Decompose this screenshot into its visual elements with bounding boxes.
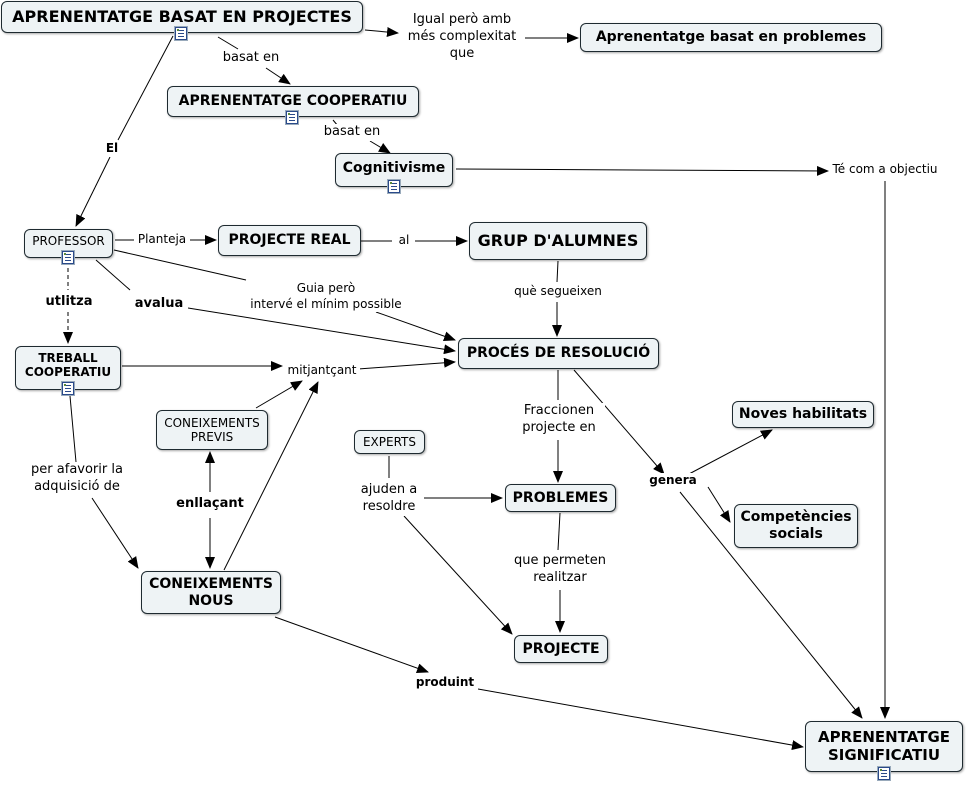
concept-projecte-real[interactable]: PROJECTE REAL: [218, 225, 361, 256]
concept-label-line1: CONEIXEMENTS: [149, 575, 273, 592]
link-que-permeten-realitzar: que permeten realitzar: [505, 553, 615, 587]
concept-label-line2: SIGNIFICATIU: [827, 746, 941, 764]
document-icon[interactable]: [61, 250, 75, 265]
document-icon[interactable]: [387, 179, 401, 194]
concept-label: PROCÉS DE RESOLUCIÓ: [466, 345, 651, 362]
document-icon[interactable]: [285, 110, 299, 125]
link-line: que: [449, 45, 475, 61]
link-basat-en: basat en: [218, 50, 284, 67]
link-genera: genera: [646, 473, 700, 489]
link-text: basat en: [323, 124, 381, 139]
concept-label-line1: CONEIXEMENTS: [164, 415, 260, 430]
concept-competencies-socials[interactable]: Competències socials: [734, 504, 858, 548]
link-text: Té com a objectiu: [832, 162, 938, 176]
link-per-afavorir: per afavorir la adquisició de: [22, 462, 132, 496]
concept-label: PROJECTE: [522, 640, 600, 657]
link-line: projecte en: [522, 419, 596, 435]
link-text: enllaçant: [176, 496, 244, 511]
link-line: resoldre: [362, 498, 416, 514]
concept-label-line1: Competències: [740, 509, 852, 526]
link-line: Guia però: [296, 281, 356, 295]
link-el: El: [102, 141, 122, 157]
concept-label-line1: APRENENTATGE: [817, 728, 951, 746]
link-line: per afavorir la: [31, 462, 123, 477]
link-text: genera: [649, 473, 697, 487]
concept-label: Cognitivisme: [342, 160, 446, 176]
link-text: produint: [415, 675, 475, 689]
concept-label-line2: PREVIS: [190, 430, 234, 444]
link-line: que permeten: [514, 553, 606, 568]
link-line: ajuden a: [360, 482, 418, 497]
concept-label-line2: socials: [769, 526, 823, 542]
link-text: avalua: [134, 296, 184, 311]
link-al: al: [393, 233, 415, 249]
concept-aprenentatge-significatiu[interactable]: APRENENTATGE SIGNIFICATIU: [805, 721, 963, 772]
document-icon[interactable]: [877, 766, 891, 781]
concept-label: Noves habilitats: [738, 406, 868, 423]
link-utlitza: utlitza: [38, 294, 100, 311]
link-avalua: avalua: [130, 296, 188, 313]
link-basat-en: basat en: [319, 124, 385, 141]
link-line: realitzar: [533, 569, 587, 585]
concept-label: PROJECTE REAL: [228, 232, 351, 249]
link-fraccionen-projecte: Fraccionen projecte en: [513, 403, 605, 437]
link-te-com-a-objectiu: Té com a objectiu: [829, 162, 941, 178]
document-icon[interactable]: [61, 381, 75, 396]
link-enllacant: enllaçant: [170, 496, 250, 513]
link-line: Igual però amb: [412, 12, 512, 27]
link-line: Fraccionen: [523, 403, 595, 418]
link-line: més complexitat: [407, 28, 517, 44]
link-text: què segueixen: [514, 284, 602, 298]
concept-proces-resolucio[interactable]: PROCÉS DE RESOLUCIÓ: [458, 338, 659, 369]
concept-label-line2: COOPERATIU: [24, 365, 112, 380]
concept-label: PROBLEMES: [512, 489, 609, 506]
link-mitjancant: mitjantçant: [284, 363, 360, 379]
concept-coneixements-nous[interactable]: CONEIXEMENTS NOUS: [141, 571, 281, 614]
concept-aprenentatge-basat-en-problemes[interactable]: Aprenentatge basat en problemes: [580, 23, 882, 52]
link-line: intervé el mínim possible: [250, 296, 402, 311]
concept-label: APRENENTATGE COOPERATIU: [178, 93, 408, 110]
link-text: El: [105, 141, 119, 155]
concept-label-line1: TREBALL: [38, 351, 98, 365]
concept-label: PROFESSOR: [32, 234, 105, 248]
concept-label: APRENENTATGE BASAT EN PROJECTES: [12, 7, 352, 27]
concept-coneixements-previs[interactable]: CONEIXEMENTS PREVIS: [156, 410, 268, 450]
concept-grup-alumnes[interactable]: GRUP D'ALUMNES: [469, 222, 647, 260]
concept-label: EXPERTS: [362, 434, 417, 449]
link-produint: produint: [412, 675, 478, 691]
link-text: mitjantçant: [287, 363, 357, 377]
concept-label-line2: NOUS: [188, 592, 234, 609]
concept-experts[interactable]: EXPERTS: [354, 430, 425, 454]
link-text: al: [398, 233, 410, 247]
concept-noves-habilitats[interactable]: Noves habilitats: [732, 401, 874, 428]
link-text: basat en: [222, 50, 280, 65]
concept-projecte[interactable]: PROJECTE: [514, 635, 608, 663]
link-text: utlitza: [45, 294, 93, 309]
link-que-segueixen: què segueixen: [508, 284, 608, 300]
link-ajuden-a-resoldre: ajuden a resoldre: [354, 482, 424, 516]
concept-problemes[interactable]: PROBLEMES: [505, 484, 616, 512]
concept-label: Aprenentatge basat en problemes: [595, 29, 867, 46]
link-guia-intervencio: Guia però intervé el mínim possible: [246, 281, 406, 313]
document-icon[interactable]: [174, 26, 188, 41]
concept-label: GRUP D'ALUMNES: [477, 231, 639, 251]
link-text: Planteja: [137, 232, 187, 246]
link-line: adquisició de: [34, 478, 120, 494]
link-planteja: Planteja: [134, 232, 190, 248]
link-igual-complexitat: Igual però amb més complexitat que: [399, 12, 525, 63]
